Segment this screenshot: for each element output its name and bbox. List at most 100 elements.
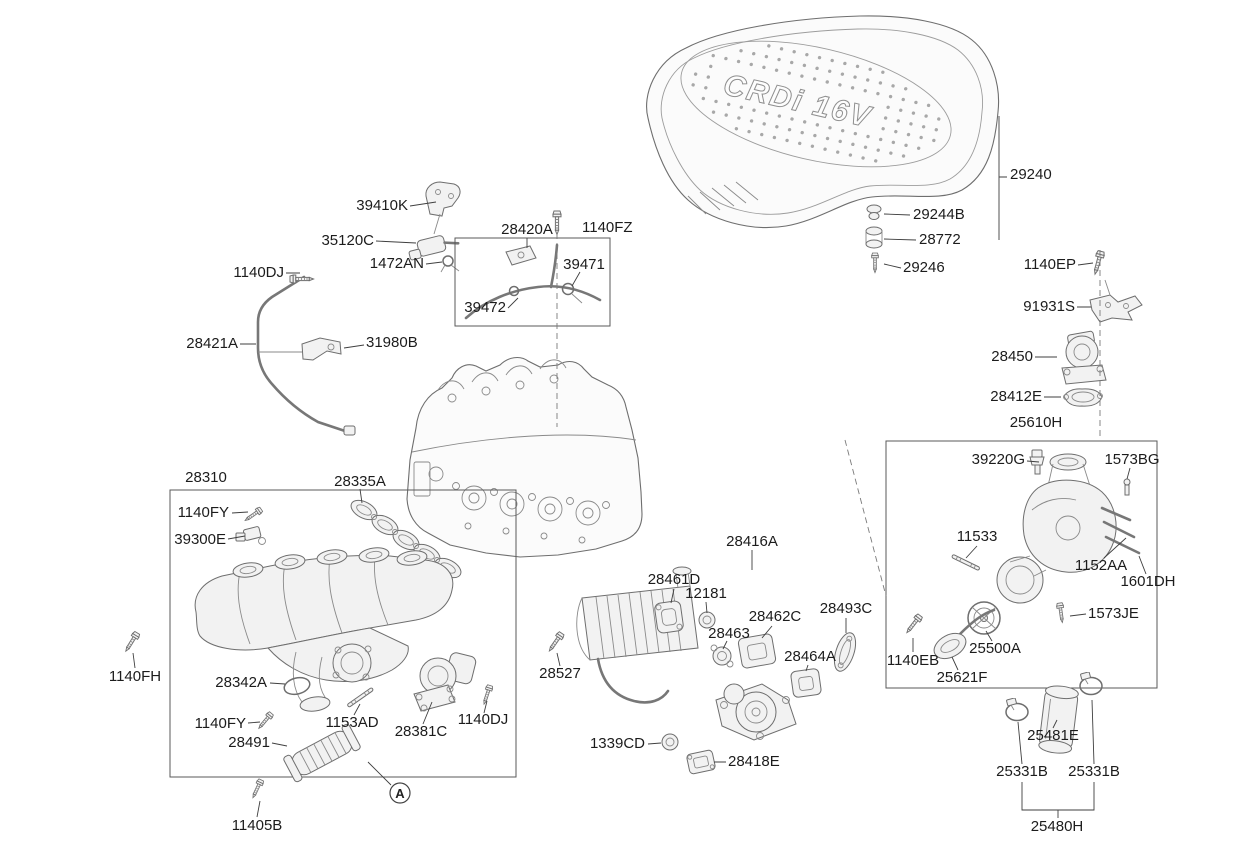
- part-label-28418E: 28418E: [728, 753, 780, 770]
- part-label-39410K: 39410K: [356, 197, 408, 214]
- part-28412E-gasket: [1063, 388, 1103, 407]
- part-28462C-gasket: [737, 633, 777, 669]
- part-39471-clip: [561, 282, 583, 304]
- part-label-1140FY-a: 1140FY: [178, 504, 229, 521]
- part-label-91931S: 91931S: [1023, 298, 1075, 315]
- part-label-39220G: 39220G: [972, 451, 1025, 468]
- part-label-28412E: 28412E: [990, 388, 1042, 405]
- part-1472AN-clamp: [440, 255, 460, 273]
- part-1140FY-bolt-icon-a: [242, 506, 264, 524]
- part-25610H-thermostat-housing: [996, 453, 1141, 604]
- part-label-29246: 29246: [903, 259, 945, 276]
- part-label-25610H: 25610H: [1010, 414, 1063, 431]
- part-label-25500A: 25500A: [969, 640, 1021, 657]
- part-label-11533: 11533: [957, 528, 998, 545]
- part-label-25331B-b: 25331B: [1068, 763, 1120, 780]
- part-label-28342A: 28342A: [215, 674, 267, 691]
- svg-text:A: A: [395, 786, 405, 801]
- construction-dashed-lines: [556, 233, 1101, 597]
- part-label-29244B: 29244B: [913, 206, 965, 223]
- part-28493C-gasket: [833, 632, 857, 672]
- part-1140EP-bolt-icon: [1090, 249, 1106, 276]
- part-label-1140EP: 1140EP: [1024, 256, 1076, 273]
- part-11405B-bolt-icon: [249, 778, 265, 800]
- part-label-29240: 29240: [1010, 166, 1052, 183]
- leader-lines: [132, 116, 1147, 818]
- part-label-1140FZ: 1140FZ: [582, 219, 633, 236]
- part-label-1601DH: 1601DH: [1120, 573, 1175, 590]
- part-label-1153AD: 1153AD: [325, 714, 378, 731]
- part-label-28463: 28463: [708, 625, 750, 642]
- part-label-28462C: 28462C: [749, 608, 802, 625]
- part-label-11405B: 11405B: [232, 817, 283, 834]
- part-28310-intake-manifold: [194, 547, 454, 712]
- part-label-39471: 39471: [563, 256, 605, 273]
- part-label-25480H: 25480H: [1031, 818, 1084, 835]
- part-label-28464A: 28464A: [784, 648, 836, 665]
- part-1140DJ-bolt-icon-a: [289, 274, 314, 284]
- part-39300E-map-sensor: [235, 526, 266, 545]
- part-label-25331B-a: 25331B: [996, 763, 1048, 780]
- part-12181-gasket: [698, 611, 716, 629]
- part-label-28416A: 28416A: [726, 533, 778, 550]
- part-label-28491: 28491: [228, 734, 270, 751]
- part-28772-mount: [865, 226, 883, 249]
- part-label-1573JE: 1573JE: [1088, 605, 1139, 622]
- part-28491-air-hose: [283, 723, 361, 783]
- part-25481E-hose: [1038, 685, 1079, 754]
- part-label-12181: 12181: [685, 585, 727, 602]
- group-box-28420A: [454, 237, 611, 327]
- part-1140FZ-bolt-icon: [552, 210, 562, 235]
- part-label-1140FH: 1140FH: [109, 668, 161, 685]
- part-label-31980B: 31980B: [366, 334, 418, 351]
- part-39410K-bracket: [425, 181, 461, 235]
- part-28421A-pipe: [256, 275, 356, 436]
- part-28418E-gasket: [686, 749, 716, 775]
- part-25331B-clamp-icon-b: [1079, 672, 1103, 696]
- part-28335A-gasket: [350, 499, 462, 579]
- part-label-39472: 39472: [464, 299, 506, 316]
- part-label-1152AA: 1152AA: [1075, 557, 1127, 574]
- part-1573BG-bolt-icon: [1123, 478, 1131, 496]
- detail-marker-A: A: [389, 782, 411, 804]
- part-number-labels: 39410K 35120C 1472AN 28420A 1140FZ 39471 39472…: [109, 166, 1176, 835]
- part-29244B-grommet: [866, 204, 882, 220]
- cover-grille-hatching: [687, 181, 759, 215]
- group-box-28310: [169, 489, 517, 778]
- part-label-28381C: 28381C: [395, 723, 448, 740]
- part-label-1140DJ-a: 1140DJ: [233, 264, 284, 281]
- part-1573JE-bolt-icon: [1055, 602, 1067, 624]
- part-29240-engine-cover: CRDi 16V: [646, 15, 1000, 229]
- part-label-1472AN: 1472AN: [370, 255, 424, 272]
- part-25621F-inlet-pipe: [933, 608, 996, 660]
- part-28381C-throttle-body: [413, 652, 477, 712]
- part-39220G-sensor: [1029, 449, 1045, 475]
- part-1140FY-bolt-icon-b: [255, 710, 275, 731]
- cover-dot-texture: [691, 44, 941, 163]
- part-28464A-gasket: [790, 668, 822, 698]
- part-label-1140FY-b: 1140FY: [195, 715, 246, 732]
- part-91931S-bracket: [1089, 279, 1143, 323]
- part-1140EB-bolt-icon: [903, 612, 924, 636]
- part-28461D-gasket: [654, 600, 684, 634]
- part-label-28420A: 28420A: [501, 221, 553, 238]
- part-28420A-bracket: [505, 245, 537, 266]
- part-28463-flange: [710, 644, 734, 668]
- part-28418E-egr-valve: [715, 683, 797, 741]
- part-label-28310: 28310: [185, 469, 227, 486]
- part-28527-bolt-icon: [545, 630, 566, 654]
- group-box-25610H: [885, 440, 1158, 689]
- part-hose-clip: [508, 285, 520, 297]
- part-label-28335A: 28335A: [334, 473, 386, 490]
- part-label-28421A: 28421A: [186, 335, 238, 352]
- part-label-28772: 28772: [919, 231, 961, 248]
- part-1140FH-bolt-icon: [122, 630, 141, 654]
- part-label-35120C: 35120C: [321, 232, 374, 249]
- engine-block: [406, 356, 643, 558]
- part-label-28461D: 28461D: [648, 571, 701, 588]
- part-label-1339CD: 1339CD: [590, 735, 645, 752]
- part-35120C-solenoid-valve: [408, 235, 460, 261]
- part-25500A-thermostat: [967, 601, 1001, 635]
